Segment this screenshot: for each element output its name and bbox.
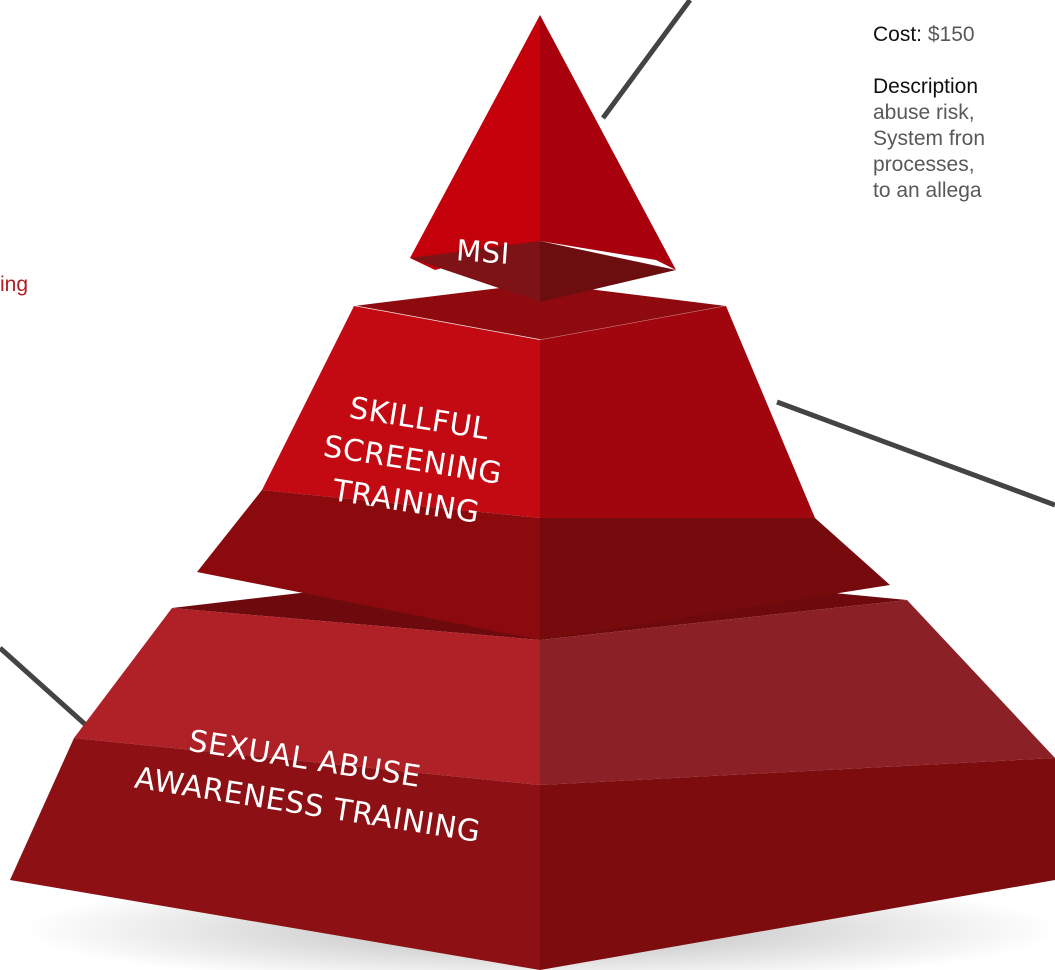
description-label-row: Description: [873, 74, 1055, 100]
tier-awareness-left-face: [74, 608, 540, 785]
description-line: abuse risk,: [873, 101, 975, 124]
tier-msi-label: MSI: [455, 233, 511, 271]
tier-screening: [197, 283, 890, 640]
tier-msi-left-base: [410, 241, 540, 302]
cost-row: Cost: $150: [873, 22, 1055, 48]
description-label: Description: [873, 75, 979, 98]
tier-screening-top-face: [354, 283, 726, 340]
description-line: to an allega: [873, 179, 982, 202]
tier-msi-left-face: [410, 15, 540, 270]
connector-line-screening: [776, 399, 1055, 508]
cost-value: $150: [922, 23, 975, 46]
tier-msi: [410, 15, 676, 302]
tier-screening-left-face: [262, 306, 540, 518]
tier-msi-right-base: [540, 241, 676, 302]
connector-line-msi: [600, 0, 693, 120]
info-panel: Cost: $150 Description abuse risk, Syste…: [873, 22, 1055, 204]
tier-screening-left-base: [197, 490, 540, 640]
description-line: processes,: [873, 153, 975, 176]
side-text-fragment: ing: [0, 273, 29, 296]
description-line: System fron: [873, 127, 986, 150]
tier-msi-right-face: [540, 15, 676, 270]
tier-awareness-right-base: [540, 758, 1055, 970]
cost-label: Cost:: [873, 23, 923, 46]
tier-screening-right-base: [540, 518, 890, 640]
tier-awareness-right-face: [540, 600, 1055, 785]
connector-line-awareness: [0, 646, 99, 737]
tier-screening-right-face: [540, 306, 815, 518]
tier-awareness-left-base: [10, 738, 540, 970]
